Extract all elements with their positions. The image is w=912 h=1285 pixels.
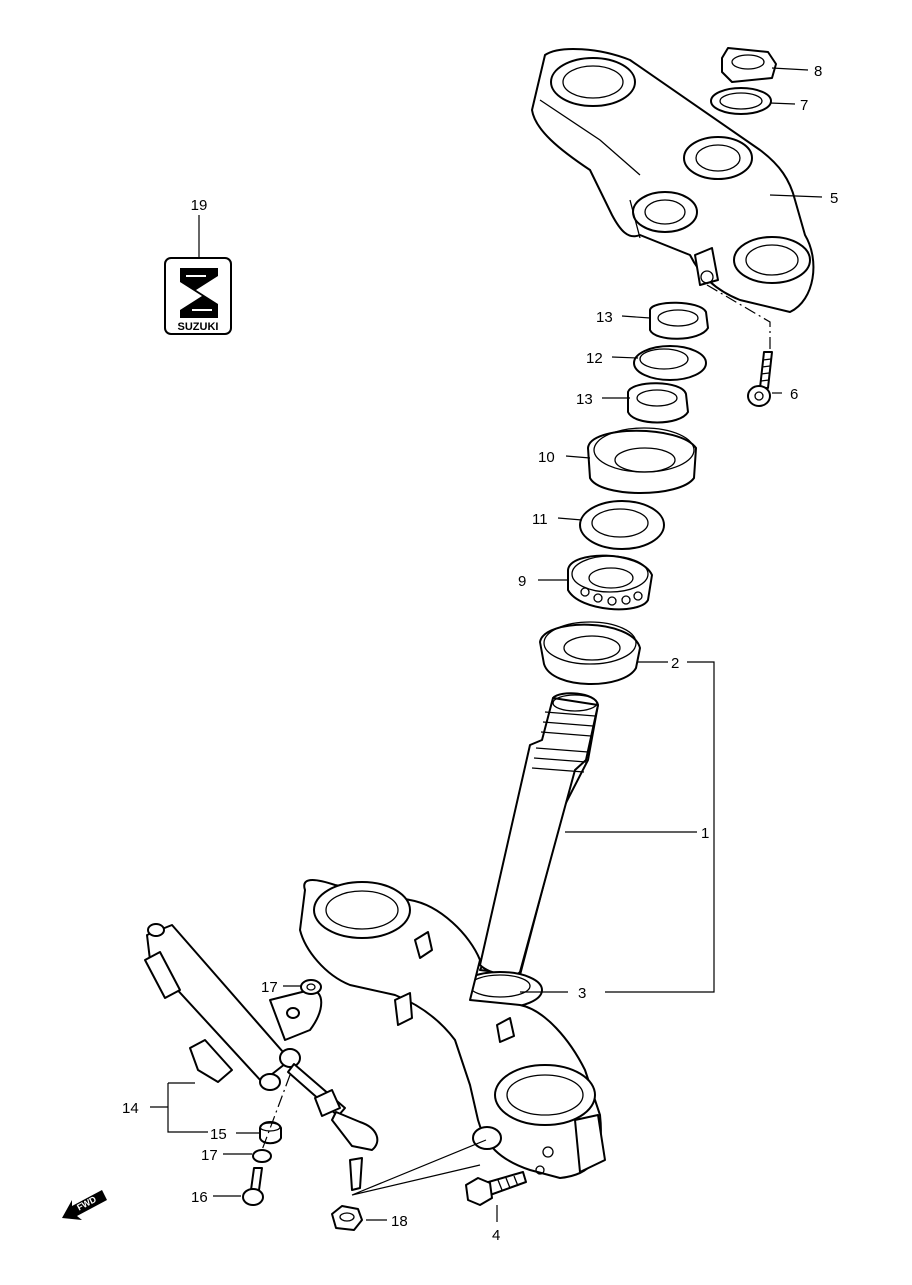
callout-11: 11: [532, 511, 548, 528]
washer-11-drawing: [579, 500, 665, 550]
callout-6: 6: [790, 386, 798, 403]
bolt-6-drawing: [747, 351, 773, 407]
callout-18: 18: [391, 1213, 408, 1230]
bearing-race-2-drawing: [539, 621, 641, 685]
locknut-13-upper-drawing: [649, 301, 709, 340]
bush-15-drawing: [259, 1121, 282, 1145]
locknut-13-lower-drawing: [627, 382, 689, 424]
callout-4: 4: [492, 1227, 500, 1244]
callout-9: 9: [518, 573, 526, 590]
callout-labels: 19 8 7 5 13 12 13 6 10 11 9 2 1 3 17 14 …: [122, 63, 838, 1244]
callout-5: 5: [830, 190, 838, 207]
callout-10: 10: [538, 449, 555, 466]
washer-17-lower-drawing: [252, 1149, 272, 1163]
bearing-9-drawing: [567, 554, 653, 611]
leader-lines: [150, 67, 823, 1222]
callout-8: 8: [814, 63, 822, 80]
washer-12-drawing: [633, 345, 707, 381]
upper-bracket-drawing: [531, 47, 815, 313]
callout-17-upper: 17: [261, 979, 278, 996]
fwd-arrow-badge: FWD: [62, 1190, 107, 1220]
steering-damper-drawing: [144, 923, 379, 1191]
callout-13-lower: 13: [576, 391, 593, 408]
callout-2: 2: [671, 655, 679, 672]
callout-15: 15: [210, 1126, 227, 1143]
logo-text: SUZUKI: [178, 321, 219, 333]
washer-7-drawing: [710, 87, 772, 115]
top-nut-drawing: [721, 47, 777, 83]
callout-17-lower: 17: [201, 1147, 218, 1164]
callout-13-upper: 13: [596, 309, 613, 326]
nut-18-drawing: [331, 1205, 363, 1231]
steering-stem-drawing: [299, 692, 606, 1179]
callout-3: 3: [578, 985, 586, 1002]
callout-19: 19: [191, 197, 208, 214]
bolt-16-drawing: [242, 1167, 264, 1206]
callout-14: 14: [122, 1100, 139, 1117]
callout-1: 1: [701, 825, 709, 842]
callout-7: 7: [800, 97, 808, 114]
callout-16: 16: [191, 1189, 208, 1206]
suzuki-logo-badge: SUZUKI: [164, 257, 232, 335]
dust-seal-10-drawing: [587, 427, 697, 494]
callout-12: 12: [586, 350, 603, 367]
bolt-4-drawing: [465, 1171, 527, 1206]
washer-17-upper-drawing: [300, 979, 322, 995]
